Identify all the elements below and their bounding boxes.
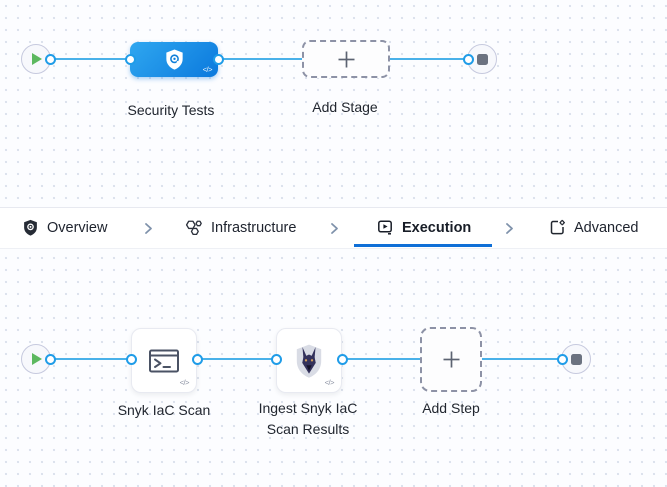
add-stage-label: Add Stage [312, 99, 378, 115]
tab-infrastructure-label: Infrastructure [211, 219, 297, 236]
stage-name-label: Security Tests [127, 102, 215, 118]
hexagon-cluster-icon [185, 220, 202, 236]
connector-line [50, 358, 131, 360]
connector-port[interactable] [270, 353, 282, 365]
add-stage-button[interactable] [302, 40, 390, 78]
tab-overview-label: Overview [47, 219, 108, 236]
step-node-ingest-snyk-results[interactable]: </> [276, 328, 342, 393]
tab-advanced-label: Advanced [574, 219, 639, 236]
connector-port[interactable] [191, 353, 203, 365]
active-tab-underline [354, 244, 492, 247]
stage-node-security-tests[interactable]: </> [130, 42, 218, 77]
code-icon: </> [179, 378, 190, 387]
connector-port[interactable] [462, 53, 474, 65]
play-icon [31, 53, 42, 65]
connector-port[interactable] [556, 353, 568, 365]
connector-line [482, 358, 562, 360]
tab-advanced[interactable]: Advanced [549, 208, 639, 247]
connector-port[interactable] [125, 353, 137, 365]
connector-port[interactable] [212, 53, 224, 65]
code-icon: </> [324, 378, 335, 387]
stop-icon [570, 353, 582, 365]
tab-infrastructure[interactable]: Infrastructure [185, 208, 296, 247]
security-shield-icon [165, 49, 183, 70]
plus-icon [338, 51, 354, 67]
step-name-label: Ingest Snyk IaC Scan Results [258, 400, 358, 437]
connector-port[interactable] [45, 353, 56, 365]
connector-line [50, 58, 130, 60]
step-name-label: Snyk IaC Scan [117, 402, 211, 418]
play-icon [31, 353, 42, 365]
connector-port[interactable] [45, 53, 56, 65]
connector-line [218, 58, 302, 60]
chevron-right-icon [331, 223, 338, 234]
tab-execution[interactable]: Execution [377, 208, 471, 247]
connector-port[interactable] [336, 353, 348, 365]
connector-line [390, 58, 468, 60]
stop-icon [476, 53, 488, 65]
add-step-button[interactable] [420, 327, 482, 392]
shield-gear-icon [24, 219, 37, 236]
chevron-right-icon [145, 223, 152, 234]
tab-overview[interactable]: Overview [22, 208, 107, 247]
snyk-dog-icon [296, 344, 322, 378]
plus-icon [443, 351, 459, 368]
play-square-icon [378, 220, 392, 235]
add-step-label: Add Step [422, 400, 480, 416]
connector-line [342, 358, 420, 360]
terminal-icon [149, 349, 179, 372]
tab-execution-label: Execution [402, 219, 472, 236]
stage-tabbar: Overview Infrastructure Execution [0, 207, 667, 249]
connector-port[interactable] [124, 53, 136, 65]
connector-line [197, 358, 276, 360]
chevron-right-icon [506, 223, 513, 234]
step-node-snyk-iac-scan[interactable]: </> [131, 328, 197, 393]
code-icon: </> [202, 65, 213, 74]
document-gear-icon [550, 219, 565, 235]
